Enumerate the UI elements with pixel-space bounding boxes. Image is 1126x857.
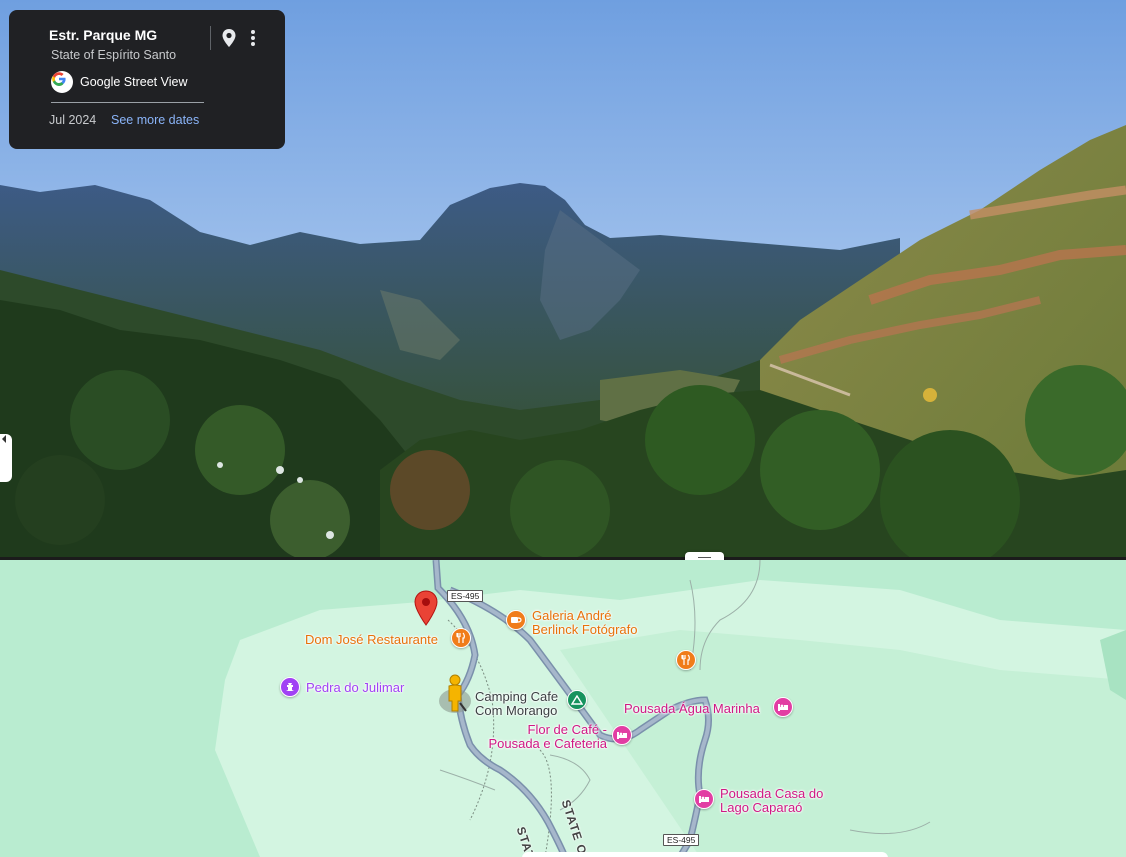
- hotel-icon[interactable]: [773, 697, 793, 717]
- poi-label-dom-jose[interactable]: Dom José Restaurante: [305, 632, 438, 647]
- map-bottom-panel[interactable]: [522, 852, 888, 857]
- panorama-image: [0, 0, 1126, 558]
- poi-label-line: Pousada e Cafeteria: [488, 736, 607, 751]
- poi-label-line: Berlinck Fotógrafo: [532, 622, 638, 637]
- poi-label-line: Pousada Casa do: [720, 786, 824, 801]
- capture-date: Jul 2024: [49, 113, 97, 127]
- road-shield-es495: ES-495: [447, 590, 484, 602]
- poi-label-line: Com Morango: [475, 703, 558, 718]
- restaurant-icon[interactable]: [676, 650, 696, 670]
- hotel-icon[interactable]: [694, 789, 714, 809]
- poi-label-galeria[interactable]: Galeria André Berlinck Fotógrafo: [532, 609, 638, 637]
- restaurant-icon[interactable]: [451, 628, 471, 648]
- cafe-icon[interactable]: [506, 610, 526, 630]
- google-logo-icon: [51, 71, 73, 93]
- poi-label-line: Lago Caparaó: [720, 800, 803, 815]
- split-divider: [0, 557, 1126, 560]
- map-view[interactable]: ES-495 ES-495 STAT STATE OF Dom José Res…: [0, 560, 1126, 857]
- provider-label: Google Street View: [80, 75, 188, 89]
- location-subtitle: State of Espírito Santo: [51, 48, 177, 62]
- card-separator: [51, 102, 204, 103]
- poi-label-line: Galeria André: [532, 608, 612, 623]
- poi-label-line: Flor de Café -: [527, 722, 607, 737]
- poi-label-flor-de-cafe[interactable]: Flor de Café - Pousada e Cafeteria: [482, 723, 607, 751]
- landmark-icon[interactable]: [280, 677, 300, 697]
- poi-label-pedra-julimar[interactable]: Pedra do Julimar: [306, 680, 405, 695]
- collapse-panel-button[interactable]: [0, 434, 12, 482]
- camping-icon[interactable]: [567, 690, 587, 710]
- poi-label-casa-do-lago[interactable]: Pousada Casa do Lago Caparaó: [720, 787, 823, 815]
- poi-label-line: Camping Cafe: [475, 689, 559, 704]
- location-title: Estr. Parque MG: [49, 27, 158, 43]
- chevron-left-icon: [2, 435, 6, 443]
- see-more-dates-link[interactable]: See more dates: [111, 113, 200, 127]
- more-vert-icon[interactable]: [245, 26, 261, 50]
- street-view-panorama[interactable]: Estr. Parque MG State of Espírito Santo: [0, 0, 1126, 558]
- hotel-icon[interactable]: [612, 725, 632, 745]
- location-pin-icon[interactable]: [219, 26, 239, 50]
- poi-label-agua-marinha[interactable]: Pousada Água Marinha: [624, 701, 760, 716]
- provider-row: Google Street View: [51, 71, 187, 93]
- pegman-icon[interactable]: [440, 673, 474, 717]
- poi-label-camping[interactable]: Camping Cafe Com Morango: [475, 690, 558, 718]
- location-info-card: Estr. Parque MG State of Espírito Santo: [9, 10, 285, 149]
- selected-location-pin-icon[interactable]: [413, 590, 439, 626]
- card-divider: [210, 26, 211, 50]
- road-shield-es495: ES-495: [663, 834, 700, 846]
